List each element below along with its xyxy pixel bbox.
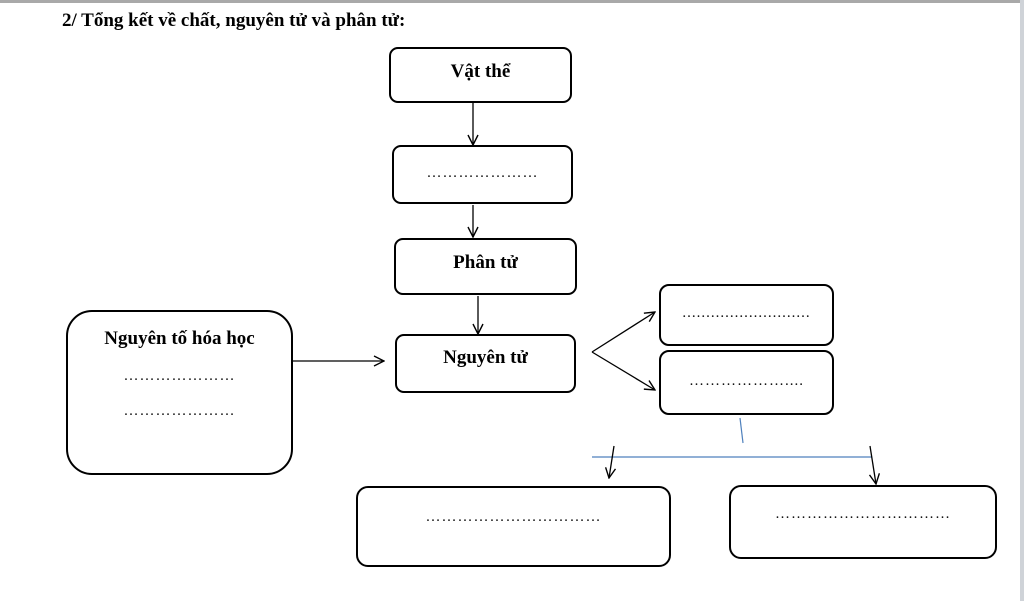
box-nguyen-tu: Nguyên tử	[395, 334, 576, 393]
blue-stub-line	[739, 417, 744, 444]
arrow-nguyentu-to-right-bottom	[591, 351, 655, 390]
box-vat-the-label: Vật thể	[450, 61, 511, 82]
box-bottom-right-dots: ……………………………	[775, 506, 951, 522]
box-nguyen-to-label: Nguyên tố hóa học	[104, 328, 255, 349]
box-nguyen-to-line-2: …………………	[123, 403, 236, 419]
box-nguyen-to-hoa-hoc: Nguyên tố hóa học ………………… …………………	[66, 310, 293, 475]
box-phan-tu: Phân tử	[394, 238, 577, 295]
box-blank-substance: …………………	[392, 145, 573, 204]
arrow-to-bottom-left	[609, 445, 614, 478]
box-nguyen-to-line-1: …………………	[123, 368, 236, 384]
box-bottom-left: ……………………………	[356, 486, 671, 567]
arrow-nguyentu-to-right-top	[591, 312, 655, 353]
box-right-top-dots: ...........................	[682, 305, 811, 321]
box-nguyen-tu-label: Nguyên tử	[443, 347, 528, 368]
box-right-bottom-dots: ………………....	[689, 373, 804, 389]
box-vat-the: Vật thể	[389, 47, 572, 103]
arrow-to-bottom-right	[870, 445, 876, 484]
box-right-top: ...........................	[659, 284, 834, 346]
window-right-border	[1020, 0, 1024, 601]
page-title: 2/ Tổng kết về chất, nguyên tử và phân t…	[62, 10, 406, 31]
box-blank-substance-dots: …………………	[426, 165, 539, 181]
box-bottom-right: ……………………………	[729, 485, 997, 559]
box-phan-tu-label: Phân tử	[453, 252, 518, 273]
window-top-border	[0, 0, 1024, 3]
box-right-bottom: ………………....	[659, 350, 834, 415]
box-bottom-left-dots: ……………………………	[425, 509, 602, 525]
